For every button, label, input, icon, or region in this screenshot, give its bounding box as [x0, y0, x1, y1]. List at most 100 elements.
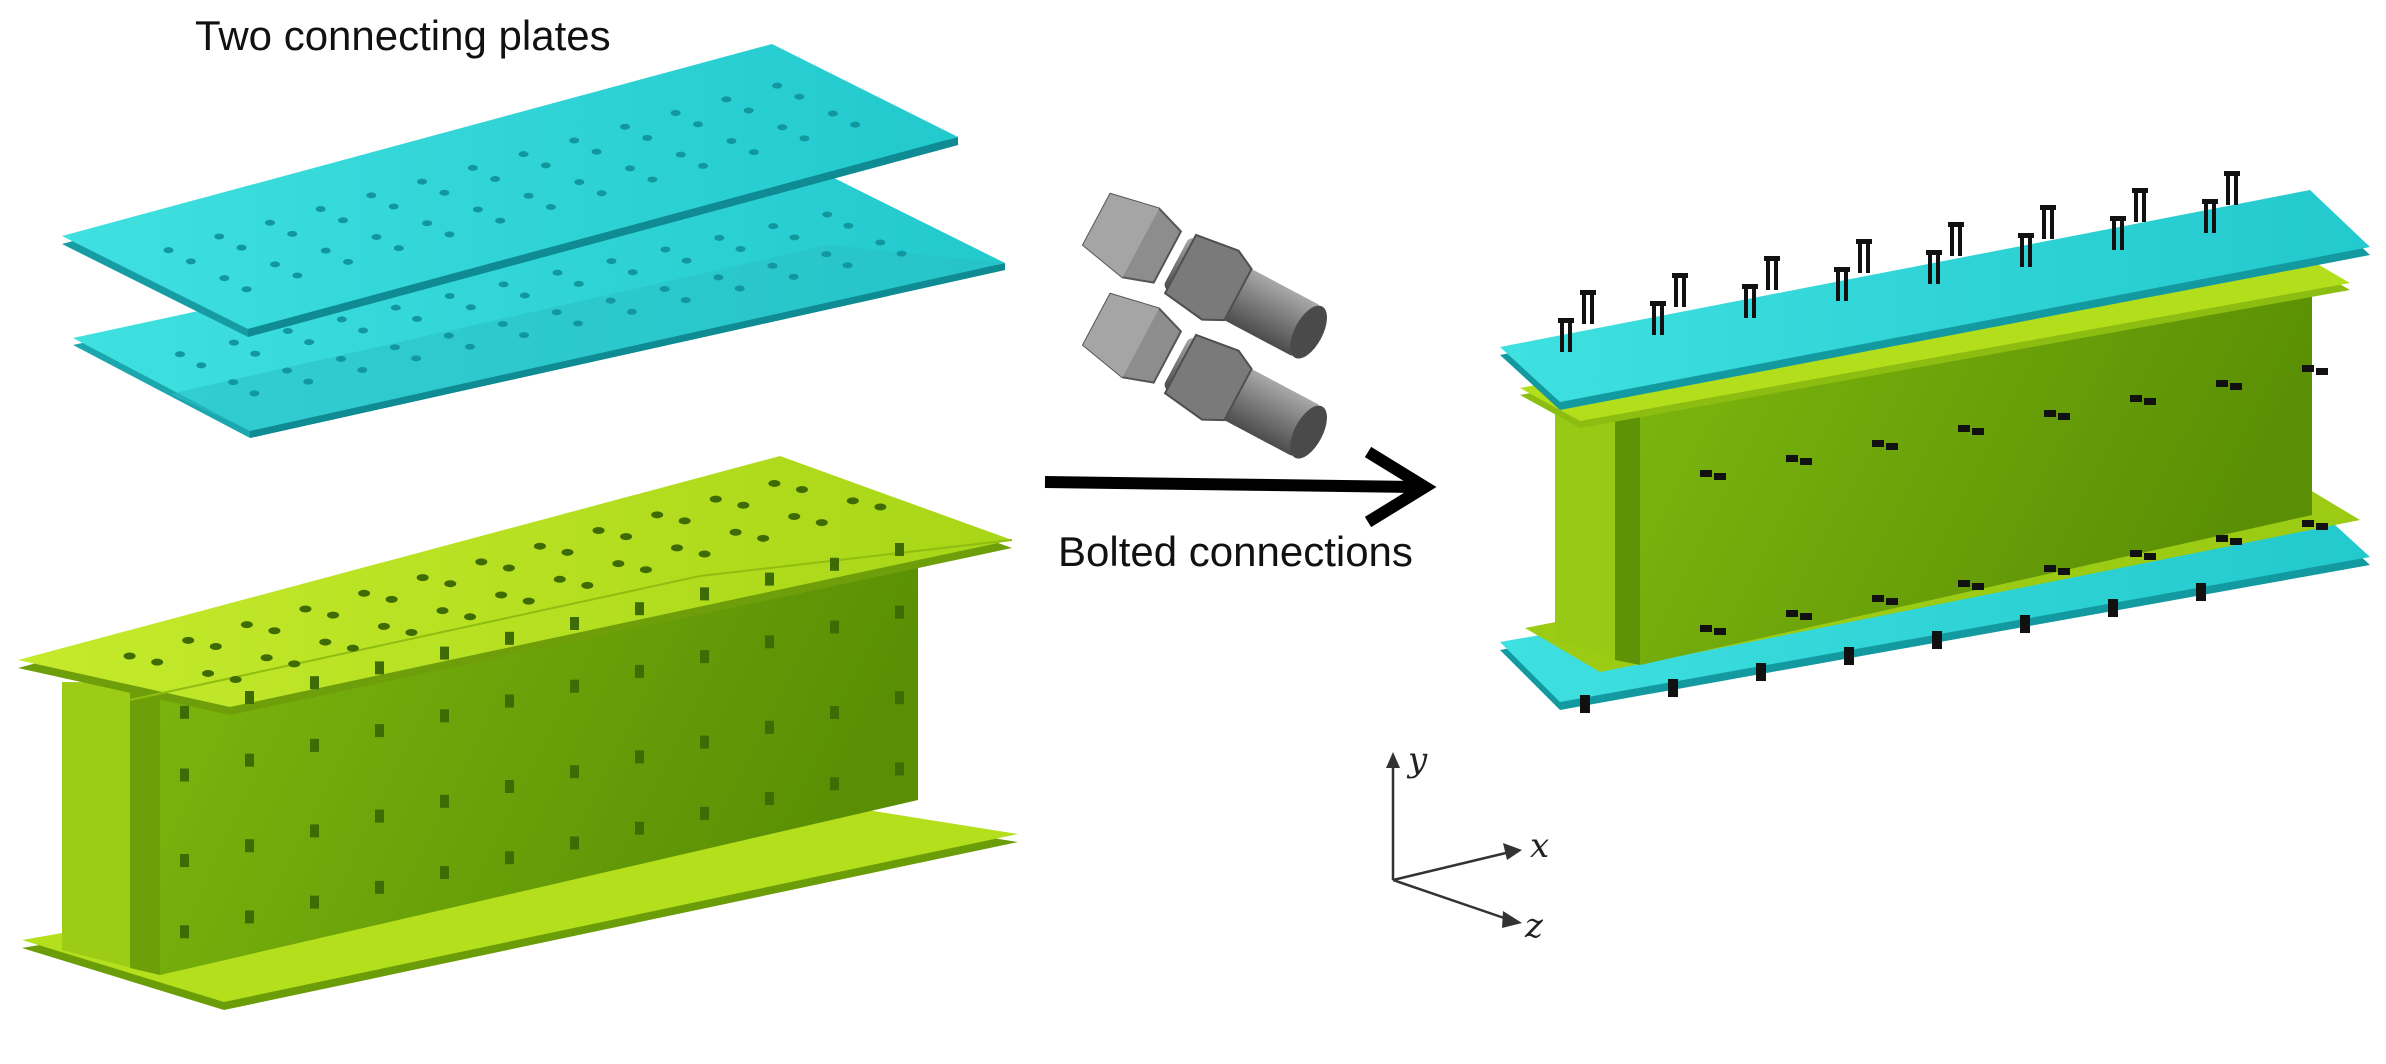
plate-hole [777, 124, 788, 131]
axis-label-y: y [1408, 740, 1428, 780]
bolt-head [2202, 199, 2218, 233]
nut [1786, 610, 1812, 620]
plate-hole [270, 261, 281, 268]
beam-bottom-flange [22, 802, 1018, 1002]
beam-hole [815, 519, 828, 527]
bolt-lower [1081, 292, 1327, 459]
plate-hole [698, 162, 709, 169]
web-hole [440, 709, 449, 723]
plate-hole [250, 350, 261, 357]
beam-hole [123, 652, 136, 660]
plate-hole [523, 192, 534, 199]
plate-hole [417, 178, 428, 185]
plate-hole [552, 269, 563, 276]
plate-hole [444, 293, 455, 300]
beam-hole [651, 511, 664, 519]
plate-hole [767, 262, 778, 269]
plate-hole [287, 230, 298, 237]
web-hole [310, 738, 319, 752]
plate-hole [726, 137, 737, 144]
plate-hole [850, 121, 861, 128]
beam-hole [299, 605, 312, 613]
web-hole [635, 602, 644, 616]
beam-hole [475, 558, 488, 566]
plate-hole [498, 281, 509, 288]
plate-hole [282, 367, 293, 374]
web-hole [180, 925, 189, 939]
plate-hole [545, 203, 556, 210]
beam-hole [678, 517, 691, 525]
plate-hole [467, 164, 478, 171]
plate-hole [241, 286, 252, 293]
bolt-head [2018, 233, 2034, 267]
plate-hole [320, 247, 331, 254]
web-hole [505, 631, 514, 645]
web-hole [375, 661, 384, 675]
axis-label-x: x [1530, 826, 1550, 866]
web-hole [375, 880, 384, 894]
web-hole [505, 694, 514, 708]
beam-hole [240, 621, 253, 629]
plate-hole [714, 234, 725, 241]
beam-hole [151, 658, 164, 666]
web-hole [375, 809, 384, 823]
web-hole [440, 794, 449, 808]
plate-hole [444, 231, 455, 238]
beam-hole [533, 542, 546, 550]
bolt-tail [2020, 615, 2030, 633]
web-hole [180, 705, 189, 719]
beam-top-flange [18, 456, 1012, 707]
plate-hole [540, 162, 551, 169]
bolt-tail [1756, 663, 1766, 681]
plate-bolt-holes [163, 82, 907, 397]
plate-hole [422, 220, 433, 227]
plate-hole [625, 165, 636, 172]
bolt-head [1948, 222, 1964, 256]
bolt-head [1742, 284, 1758, 318]
plate-hole [605, 297, 616, 304]
beam-hole [620, 533, 633, 541]
plate-hole [196, 362, 207, 369]
lower-connecting-plate [73, 175, 1005, 438]
bolt-head [2132, 188, 2148, 222]
plate-hole [827, 110, 838, 117]
nut [1786, 455, 1812, 465]
beam-hole [464, 613, 477, 621]
plate-hole [896, 250, 907, 257]
beam-hole [670, 544, 683, 552]
bolt-head [1926, 250, 1942, 284]
plate-hole [343, 258, 354, 265]
beam-hole [768, 479, 781, 487]
web-hole [310, 676, 319, 690]
plate-hole [799, 135, 810, 142]
plate-hole [772, 82, 783, 89]
plate-hole [337, 217, 348, 224]
plate-hole [495, 217, 506, 224]
plate-hole [794, 93, 805, 100]
plate-hole [680, 297, 691, 304]
web-hole [895, 691, 904, 705]
beam-hole [444, 580, 457, 588]
bolt-tail [2196, 583, 2206, 601]
plate-hole [366, 192, 377, 199]
label-bolted-connections: Bolted connections [1058, 528, 1413, 575]
nut [1700, 625, 1726, 635]
plate-hole [574, 179, 585, 186]
nut [2044, 565, 2070, 575]
plate-hole [675, 151, 686, 158]
plate-hole [393, 245, 404, 252]
nut [2216, 380, 2242, 390]
plate-hole [670, 110, 681, 117]
plate-hole [264, 219, 275, 226]
axis-label-z: z [1525, 906, 1543, 946]
plate-hole [596, 190, 607, 197]
web-hole [570, 836, 579, 850]
plate-hole [573, 280, 584, 287]
web-hole [570, 679, 579, 693]
plate-hole [788, 273, 799, 280]
plate-hole [551, 309, 562, 316]
beam-hole [698, 550, 711, 558]
plate-hole [304, 339, 315, 346]
plate-hole [411, 355, 422, 362]
